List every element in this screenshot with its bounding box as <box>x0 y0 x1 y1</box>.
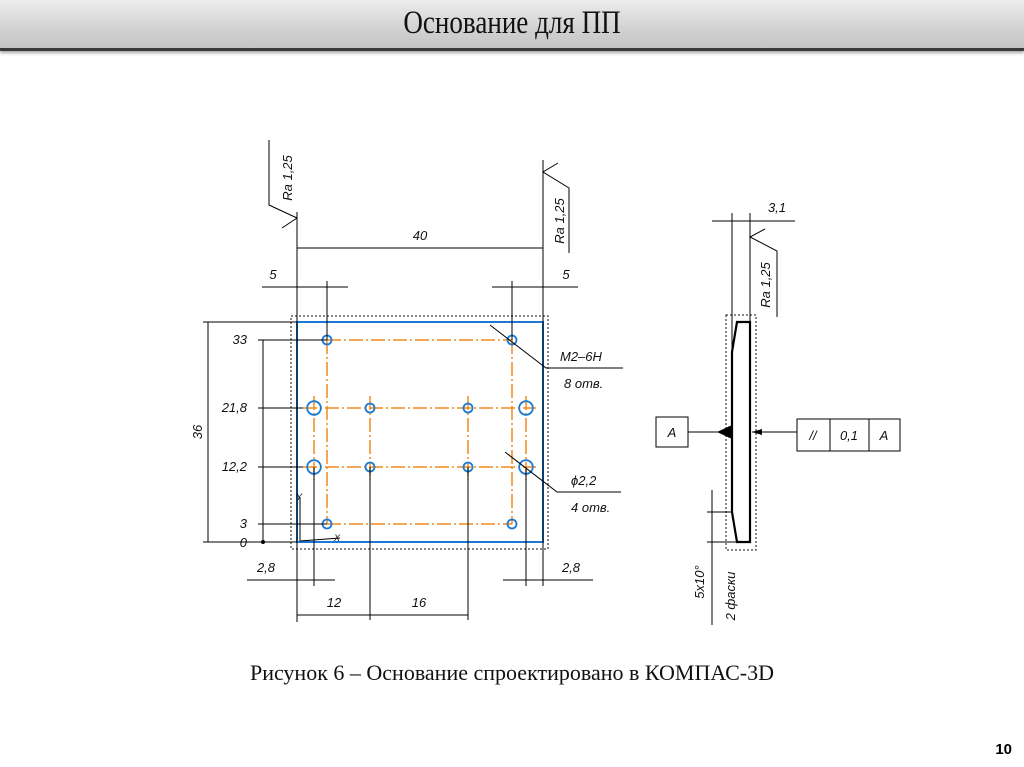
tolerance-frame <box>796 418 901 452</box>
side-view: 3,1 Ra 1,25 A // 0,1 A 5x10° 2 фаски <box>655 200 901 625</box>
dim-width: 40 <box>413 228 428 243</box>
datum-label: A <box>667 425 677 440</box>
roughness-left: Ra 1,25 <box>280 154 295 200</box>
selection-frame <box>290 315 549 550</box>
dim-left-offset: 5 <box>269 267 277 282</box>
chamfer-count: 2 фаски <box>723 572 738 622</box>
thread-count: 8 отв. <box>564 376 603 391</box>
through-holes <box>306 400 534 475</box>
threaded-holes <box>321 334 518 530</box>
dim-thickness: 3,1 <box>768 200 786 215</box>
dim-height: 36 <box>190 424 205 439</box>
roughness-right: Ra 1,25 <box>552 197 567 243</box>
ordinate-12-2: 12,2 <box>222 459 248 474</box>
tolerance-value: 0,1 <box>840 428 858 443</box>
plate-outline <box>296 321 544 543</box>
ordinate-0: 0 <box>240 535 248 550</box>
side-roughness: Ra 1,25 <box>758 261 773 307</box>
datum-triangle <box>717 425 732 439</box>
dim-16: 16 <box>412 595 427 610</box>
dimension-lines <box>207 247 593 616</box>
front-view: 40 36 5 5 33 21,8 12,2 3 0 2,8 2,8 12 16… <box>190 140 623 622</box>
axis-x-label: X <box>333 533 341 543</box>
page-number: 10 <box>995 741 1012 758</box>
chamfer-dim: 5x10° <box>692 565 707 598</box>
centerlines <box>303 339 536 525</box>
dim-right-offset: 5 <box>562 267 570 282</box>
figure-caption: Рисунок 6 – Основание спроектировано в К… <box>249 660 775 685</box>
ordinate-21-8: 21,8 <box>221 400 248 415</box>
hole-callout: ϕ2,2 <box>571 473 597 488</box>
dim-right-hole: 2,8 <box>561 560 581 575</box>
axis-y-label: Y <box>296 492 303 502</box>
ordinate-33: 33 <box>233 332 248 347</box>
side-profile <box>730 320 752 544</box>
tolerance-datum: A <box>879 428 889 443</box>
dim-12: 12 <box>327 595 342 610</box>
hole-count: 4 отв. <box>571 500 610 515</box>
slide-title: Основание для ПП <box>403 5 621 41</box>
slide-header: Основание для ПП <box>0 0 1024 51</box>
dim-left-hole: 2,8 <box>256 560 276 575</box>
tolerance-symbol: // <box>808 428 818 443</box>
extension-lines <box>203 160 544 622</box>
ordinate-3: 3 <box>240 516 248 531</box>
thread-callout: M2–6H <box>560 349 603 364</box>
